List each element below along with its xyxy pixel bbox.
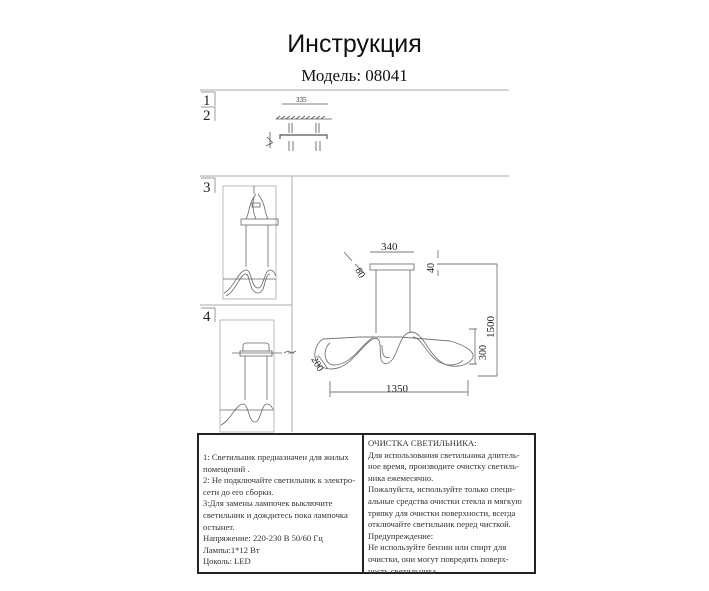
step-3-wiring-drawing <box>222 185 279 300</box>
dimension-total-length: 1350 <box>386 383 409 395</box>
document-title: Инструкция <box>287 30 422 58</box>
safety-notes-box: 1: Светильник предназначен для жилых пом… <box>197 433 364 574</box>
luminaire-dimension-drawing <box>314 250 498 397</box>
step-1-label: 1 <box>203 93 211 109</box>
step-2-label: 2 <box>203 108 211 124</box>
dimension-total-height: 1500 <box>485 316 497 339</box>
note-item: Для использования светильника длитель- н… <box>368 449 520 483</box>
note-item: 1: Светильник предназначен для жилых пом… <box>203 452 349 474</box>
voltage-spec: Напряжение: 220-230 В 50/60 Гц <box>203 533 323 544</box>
lamp-spec: Лампы:1*12 Вт <box>203 544 260 555</box>
step-3-label: 3 <box>203 180 211 196</box>
socket-spec: Цоколь: LED <box>203 556 251 567</box>
dimension-body-height: 300 <box>478 345 489 360</box>
note-item: 3:Для замены лампочек выключите светильн… <box>203 498 348 532</box>
model-number: Модель: 08041 <box>301 66 408 85</box>
dimension-canopy-height: 40 <box>426 263 437 273</box>
step-4-label: 4 <box>203 309 211 325</box>
cleaning-notes-box: ОЧИСТКА СВЕТИЛЬНИКА: Для использования с… <box>362 433 536 576</box>
note-item: Не используйте бензин или спирт для очис… <box>368 542 509 576</box>
dimension-body-depth: 200 <box>308 355 325 373</box>
dimension-mount-spacing: 335 <box>296 96 307 104</box>
warning-heading: Предупреждение: <box>368 530 434 541</box>
dimension-canopy-diameter: 80 <box>352 266 367 280</box>
step-4-mounting-drawing <box>219 319 297 433</box>
note-item: 2: Не подключайте светильник к электро- … <box>203 475 356 497</box>
mounting-bracket-drawing <box>265 103 332 151</box>
dimension-canopy-width: 340 <box>381 241 398 253</box>
cleaning-heading: ОЧИСТКА СВЕТИЛЬНИКА: <box>368 438 477 448</box>
section-dividers <box>200 89 509 432</box>
note-item: Пожалуйста, используйте только специ- ал… <box>368 484 522 530</box>
